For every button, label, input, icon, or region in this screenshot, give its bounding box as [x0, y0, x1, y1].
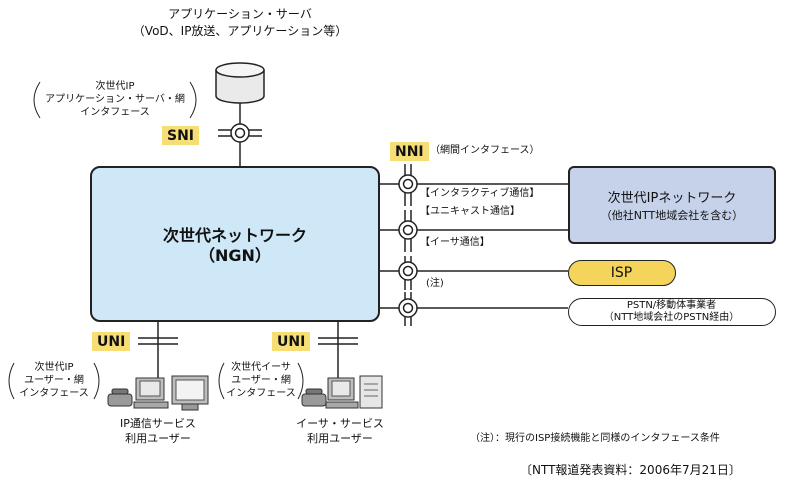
server-tower-icon — [359, 375, 383, 409]
sni-label-line-1: 次世代IP — [95, 81, 135, 92]
unicast-label: 【ユニキャスト通信】 — [420, 206, 520, 217]
pstn-box: PSTN/移動体事業者 （NTT地域会社のPSTN経由） — [568, 298, 776, 326]
uni-left-label-line-2: ユーザー・網 — [24, 375, 84, 386]
uni-right-label-line-3: インタフェース — [226, 388, 296, 399]
ethernet-label: 【イーサ通信】 — [420, 237, 490, 248]
app-server-subtitle: （VoD、IP放送、アプリケーション等） — [132, 24, 348, 38]
pc-icon-2 — [325, 377, 359, 409]
ngn-box: 次世代ネットワーク （NGN） — [90, 166, 380, 322]
sni-label-line-3: インタフェース — [80, 107, 150, 118]
pstn-title: PSTN/移動体事業者 — [626, 300, 717, 311]
pstn-subtitle: （NTT地域会社のPSTN経由） — [603, 312, 740, 323]
app-server-title: アプリケーション・サーバ — [168, 7, 312, 21]
next-ip-network-box: 次世代IPネットワーク （他社NTT地域会社を含む） — [568, 166, 776, 244]
uni-left-label-line-1: 次世代IP — [34, 362, 74, 373]
uni-left-user-line-1: IP通信サービス — [120, 417, 196, 430]
nni-symbol-interactive — [398, 164, 418, 206]
isp-ellipse: ISP — [568, 260, 676, 286]
uni-right-user-line-2: 利用ユーザー — [307, 432, 373, 445]
uni-right-badge: UNI — [272, 332, 311, 351]
uni-right-user-line-1: イーサ・サービス — [296, 417, 384, 430]
sni-badge: SNI — [162, 126, 200, 145]
nni-badge: NNI — [390, 142, 429, 161]
nni-symbol-unicast — [398, 210, 418, 252]
nni-symbol-isp — [398, 256, 418, 290]
next-ip-network-title: 次世代IPネットワーク — [607, 191, 737, 206]
phone-icon — [107, 388, 133, 407]
footnote: （注）：現行のISP接続機能と同様のインタフェース条件 — [470, 433, 720, 444]
pc-icon — [133, 377, 169, 409]
server-icon — [215, 62, 265, 104]
uni-left-badge: UNI — [92, 332, 131, 351]
nni-symbol-pstn — [398, 292, 418, 326]
nni-label: （網間インタフェース） — [430, 145, 540, 156]
phone-icon-2 — [301, 388, 327, 407]
ngn-subtitle: （NGN） — [199, 246, 271, 265]
uni-right-label-line-2: ユーザー・網 — [231, 375, 291, 386]
interactive-label: 【インタラクティブ通信】 — [420, 188, 540, 199]
uni-left-label-line-3: インタフェース — [19, 388, 89, 399]
ngn-title: 次世代ネットワーク — [162, 226, 307, 245]
monitor-icon — [171, 375, 209, 411]
isp-label: ISP — [610, 265, 633, 281]
next-ip-network-subtitle: （他社NTT地域会社を含む） — [600, 209, 744, 222]
note-mark: (注) — [426, 278, 444, 289]
sni-interface-symbol — [218, 123, 262, 143]
source-citation: 〔NTT報道発表資料：2006年7月21日〕 — [520, 463, 741, 477]
uni-left-user-line-2: 利用ユーザー — [125, 432, 191, 445]
sni-label-line-2: アプリケーション・サーバ・網 — [45, 94, 185, 105]
uni-right-label-line-1: 次世代イーサ — [231, 362, 291, 373]
